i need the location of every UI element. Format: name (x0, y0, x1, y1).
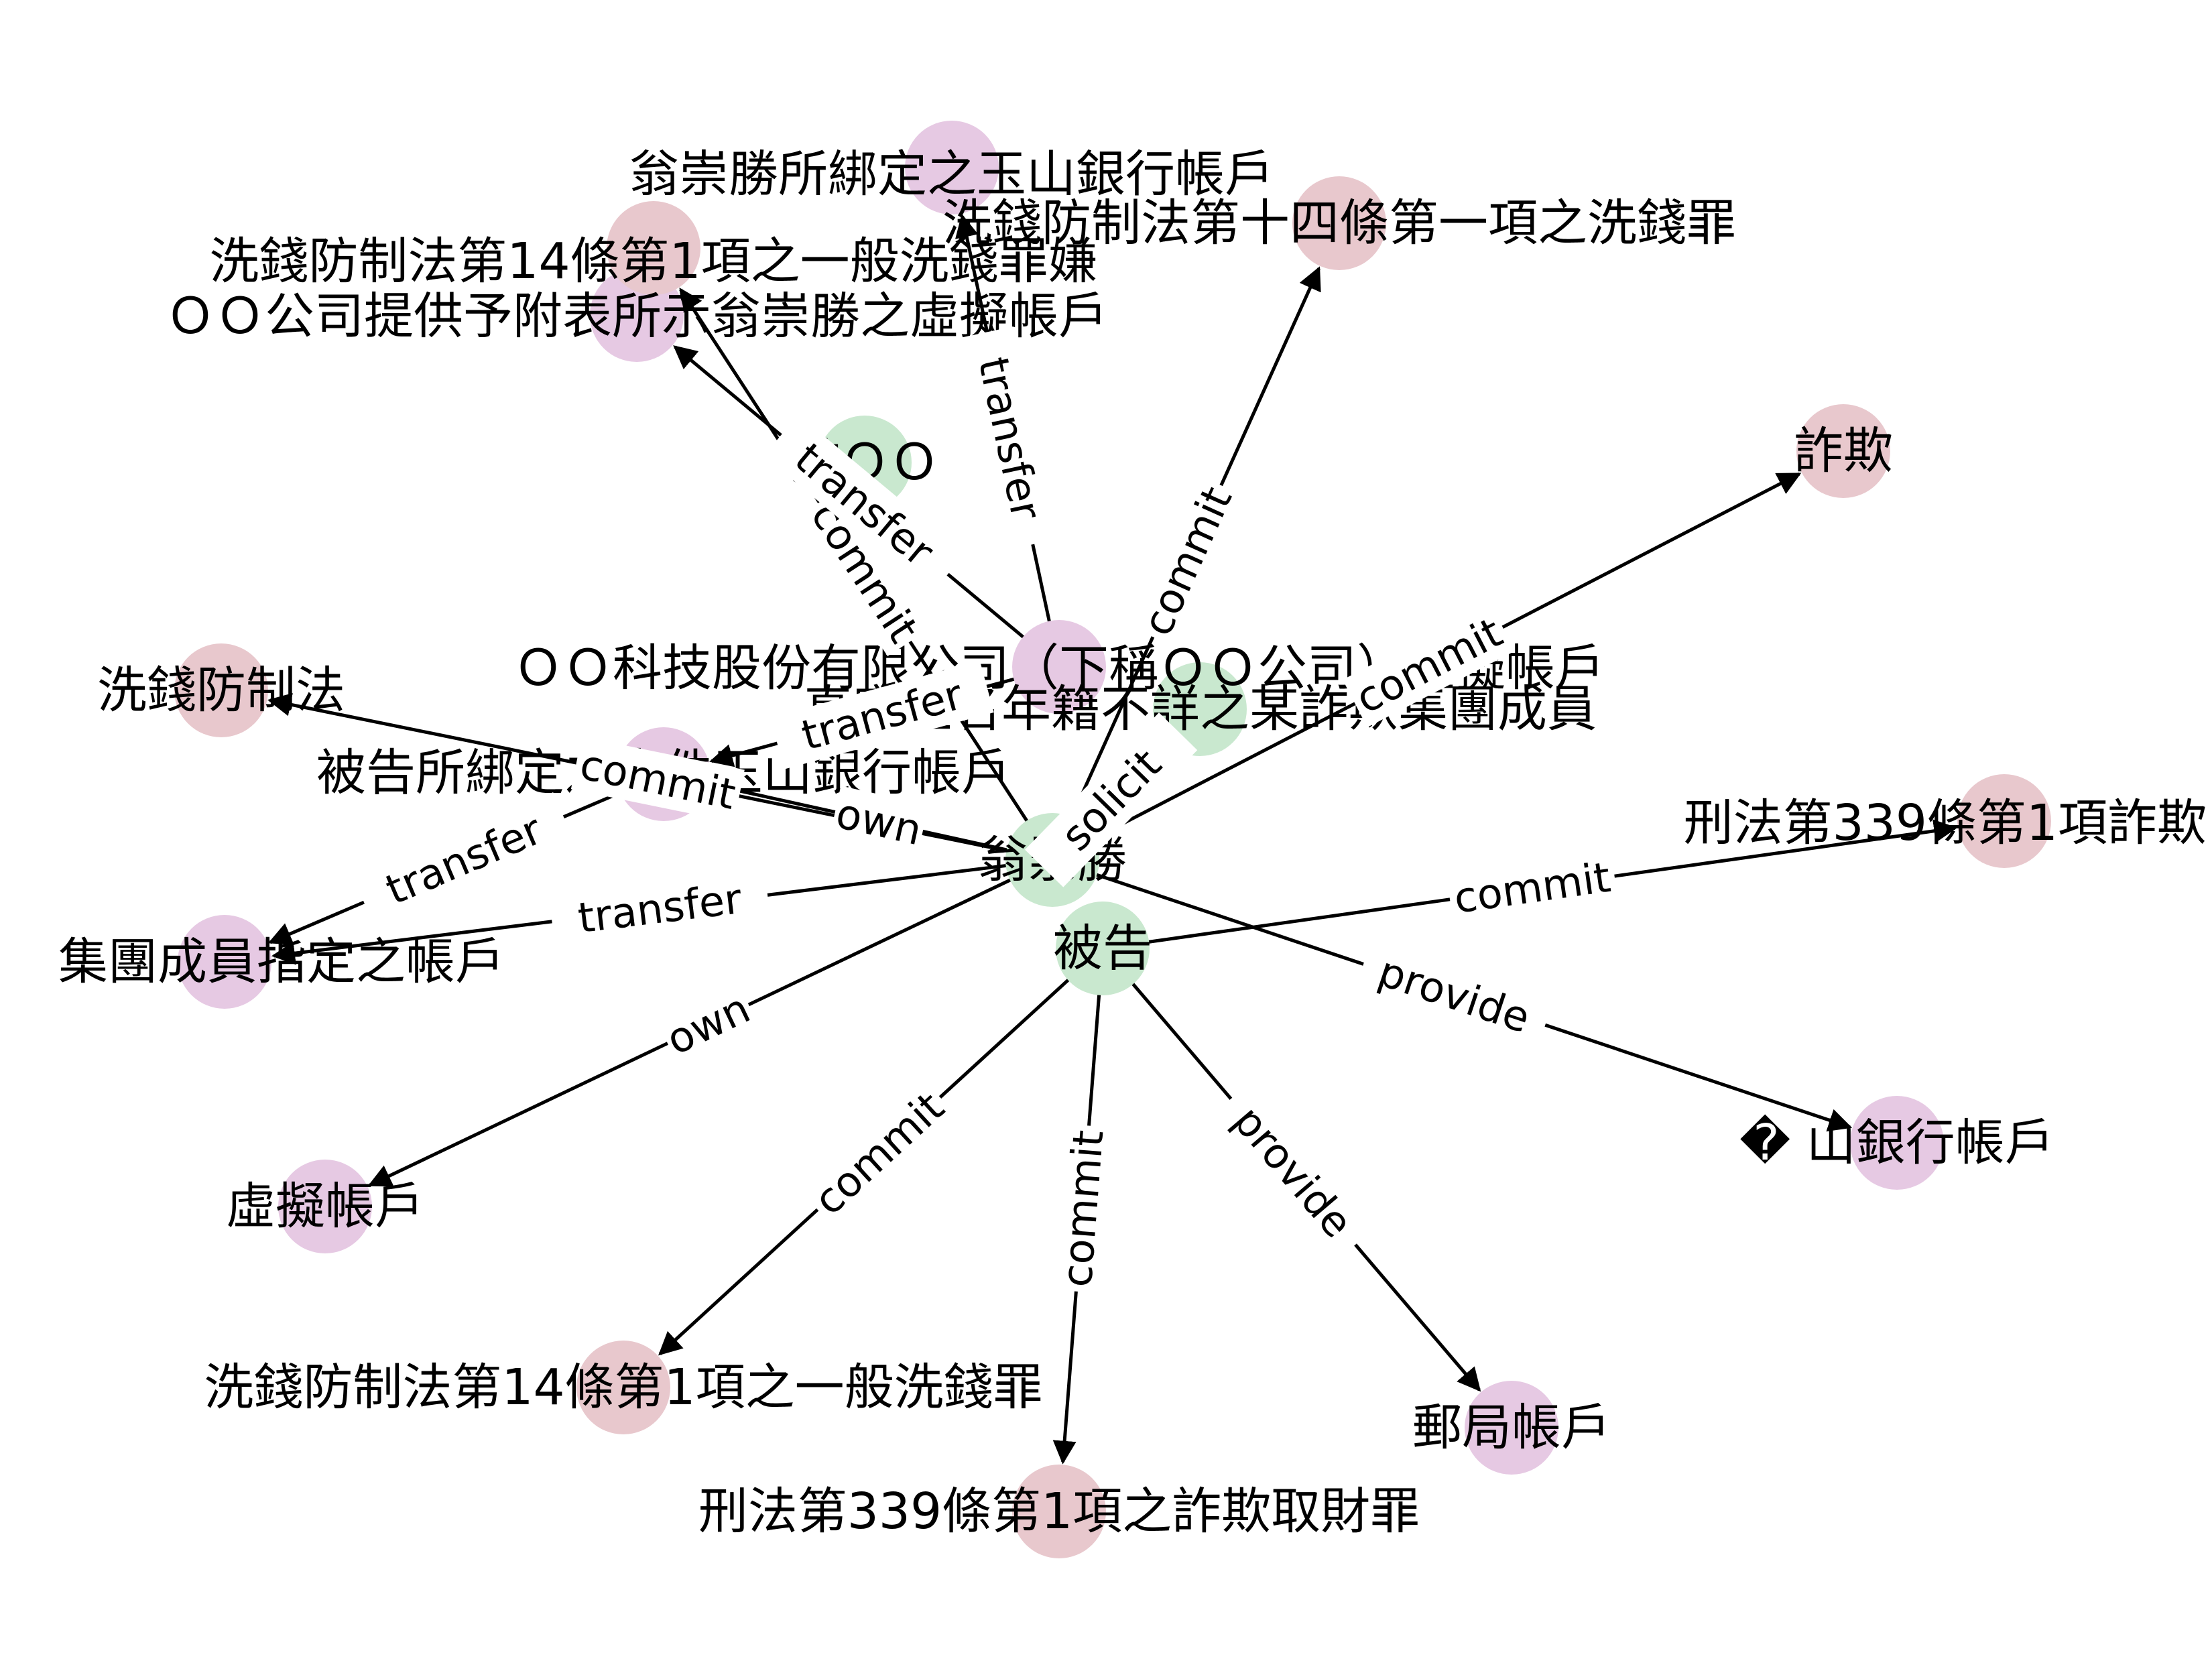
edge-label: commit (804, 1082, 953, 1225)
edge-label-background (1355, 938, 1554, 1051)
edge-label-background (548, 868, 771, 948)
edge-label-background (570, 736, 745, 822)
node-label-oo_virtual: ＯＯ公司提供予附表所示翁崇勝之虛擬帳戶 (166, 288, 1108, 345)
node-label-yushan: � 山銀行帳戶 (1739, 1114, 2054, 1172)
node-labels-layer: 翁崇勝被告游ＯＯ真實姓名年籍不詳之某詐欺集團成員翁崇勝所綁定之玉山銀行帳戶ＯＯ公… (58, 145, 2207, 1540)
edge-label: transfer (379, 805, 549, 915)
node-weng_yushan[interactable] (905, 121, 999, 214)
edge-label-group-7: own (656, 980, 761, 1068)
edge-label: transfer (575, 874, 744, 942)
edge-label: transfer (969, 353, 1051, 523)
node-aml[interactable] (174, 643, 268, 737)
edge-label-group-5: transfer (548, 868, 771, 948)
edge-label-background (770, 660, 994, 769)
node-label-group_account: 集團成員指定之帳戶 (58, 933, 505, 991)
edge-label-background (829, 786, 929, 858)
node-group_account[interactable] (178, 915, 271, 1009)
edge-label-background (796, 487, 933, 657)
edge-label-background (1446, 849, 1619, 926)
edge-label-background (763, 414, 965, 595)
node-label-aml: 洗錢防制法 (97, 662, 345, 719)
node-label-aml14: 洗錢防制法第14條第1項之一般洗錢罪 (204, 1359, 1042, 1416)
edge-label: commit (1451, 853, 1613, 923)
edge-label: commit (1132, 479, 1241, 643)
edge-label-background (1210, 1081, 1376, 1262)
edge-label-group-16: provide (1210, 1081, 1376, 1262)
edge-label: provide (1373, 946, 1536, 1042)
node-label-aml_art14_cn: 洗錢防制法第十四條第一項之洗錢罪 (942, 194, 1736, 252)
edge-label: commit (1052, 1128, 1113, 1288)
node-aml14[interactable] (576, 1341, 670, 1434)
node-yushan[interactable] (1850, 1096, 1944, 1190)
edge-label-group-6: provide (1355, 938, 1554, 1051)
edge-label-background (353, 792, 574, 927)
edge-label-background (1343, 603, 1516, 728)
node-post[interactable] (1465, 1381, 1558, 1475)
node-label-criminal339: 刑法第339條第1項之詐欺取財罪 (698, 1483, 1420, 1540)
node-criminal339_right[interactable] (1957, 774, 2051, 868)
edge-label-background (799, 1077, 959, 1230)
node-criminal339[interactable] (1012, 1465, 1106, 1558)
node-label-fraud: 詐欺 (1794, 422, 1893, 480)
edge-labels-layer: commit commit commit commit own transfer provi… (353, 326, 1619, 1294)
node-virtual[interactable] (278, 1160, 372, 1253)
node-oo_tech[interactable] (1012, 620, 1106, 714)
edge-label-group-12: transfer (353, 792, 574, 927)
edge-label-background (961, 326, 1059, 550)
edge-label-group-0: commit (1128, 474, 1246, 648)
edge-label-group-15: commit (1049, 1123, 1116, 1294)
node-defendant[interactable] (1056, 902, 1150, 995)
node-label-aml_suspect: 洗錢防制法第14條第1項之一般洗錢罪嫌 (209, 233, 1097, 290)
node-label-weng_yushan: 翁崇勝所綁定之玉山銀行帳戶 (629, 145, 1274, 203)
edge-label-group-14: commit (799, 1077, 959, 1230)
edge-label-background (656, 980, 761, 1068)
edge-label-background (1128, 474, 1246, 648)
edge-label: provide (1224, 1097, 1363, 1247)
node-label-virtual: 虛擬帳戶 (226, 1178, 424, 1235)
node-aml_art14_cn[interactable] (1292, 176, 1386, 270)
edge-label-group-13: commit (1446, 849, 1619, 926)
node-label-post: 郵局帳戶 (1412, 1399, 1611, 1456)
node-aml_suspect[interactable] (607, 201, 700, 295)
node-fraud[interactable] (1796, 404, 1890, 498)
edge-label-background (1025, 712, 1198, 887)
node-label-defendant: 被告 (1053, 920, 1152, 977)
edge-label-background (1049, 1123, 1116, 1294)
node-label-criminal339_right: 刑法第339條第1項詐欺 (1684, 794, 2207, 852)
edge-label-group-9: transfer (961, 326, 1059, 550)
